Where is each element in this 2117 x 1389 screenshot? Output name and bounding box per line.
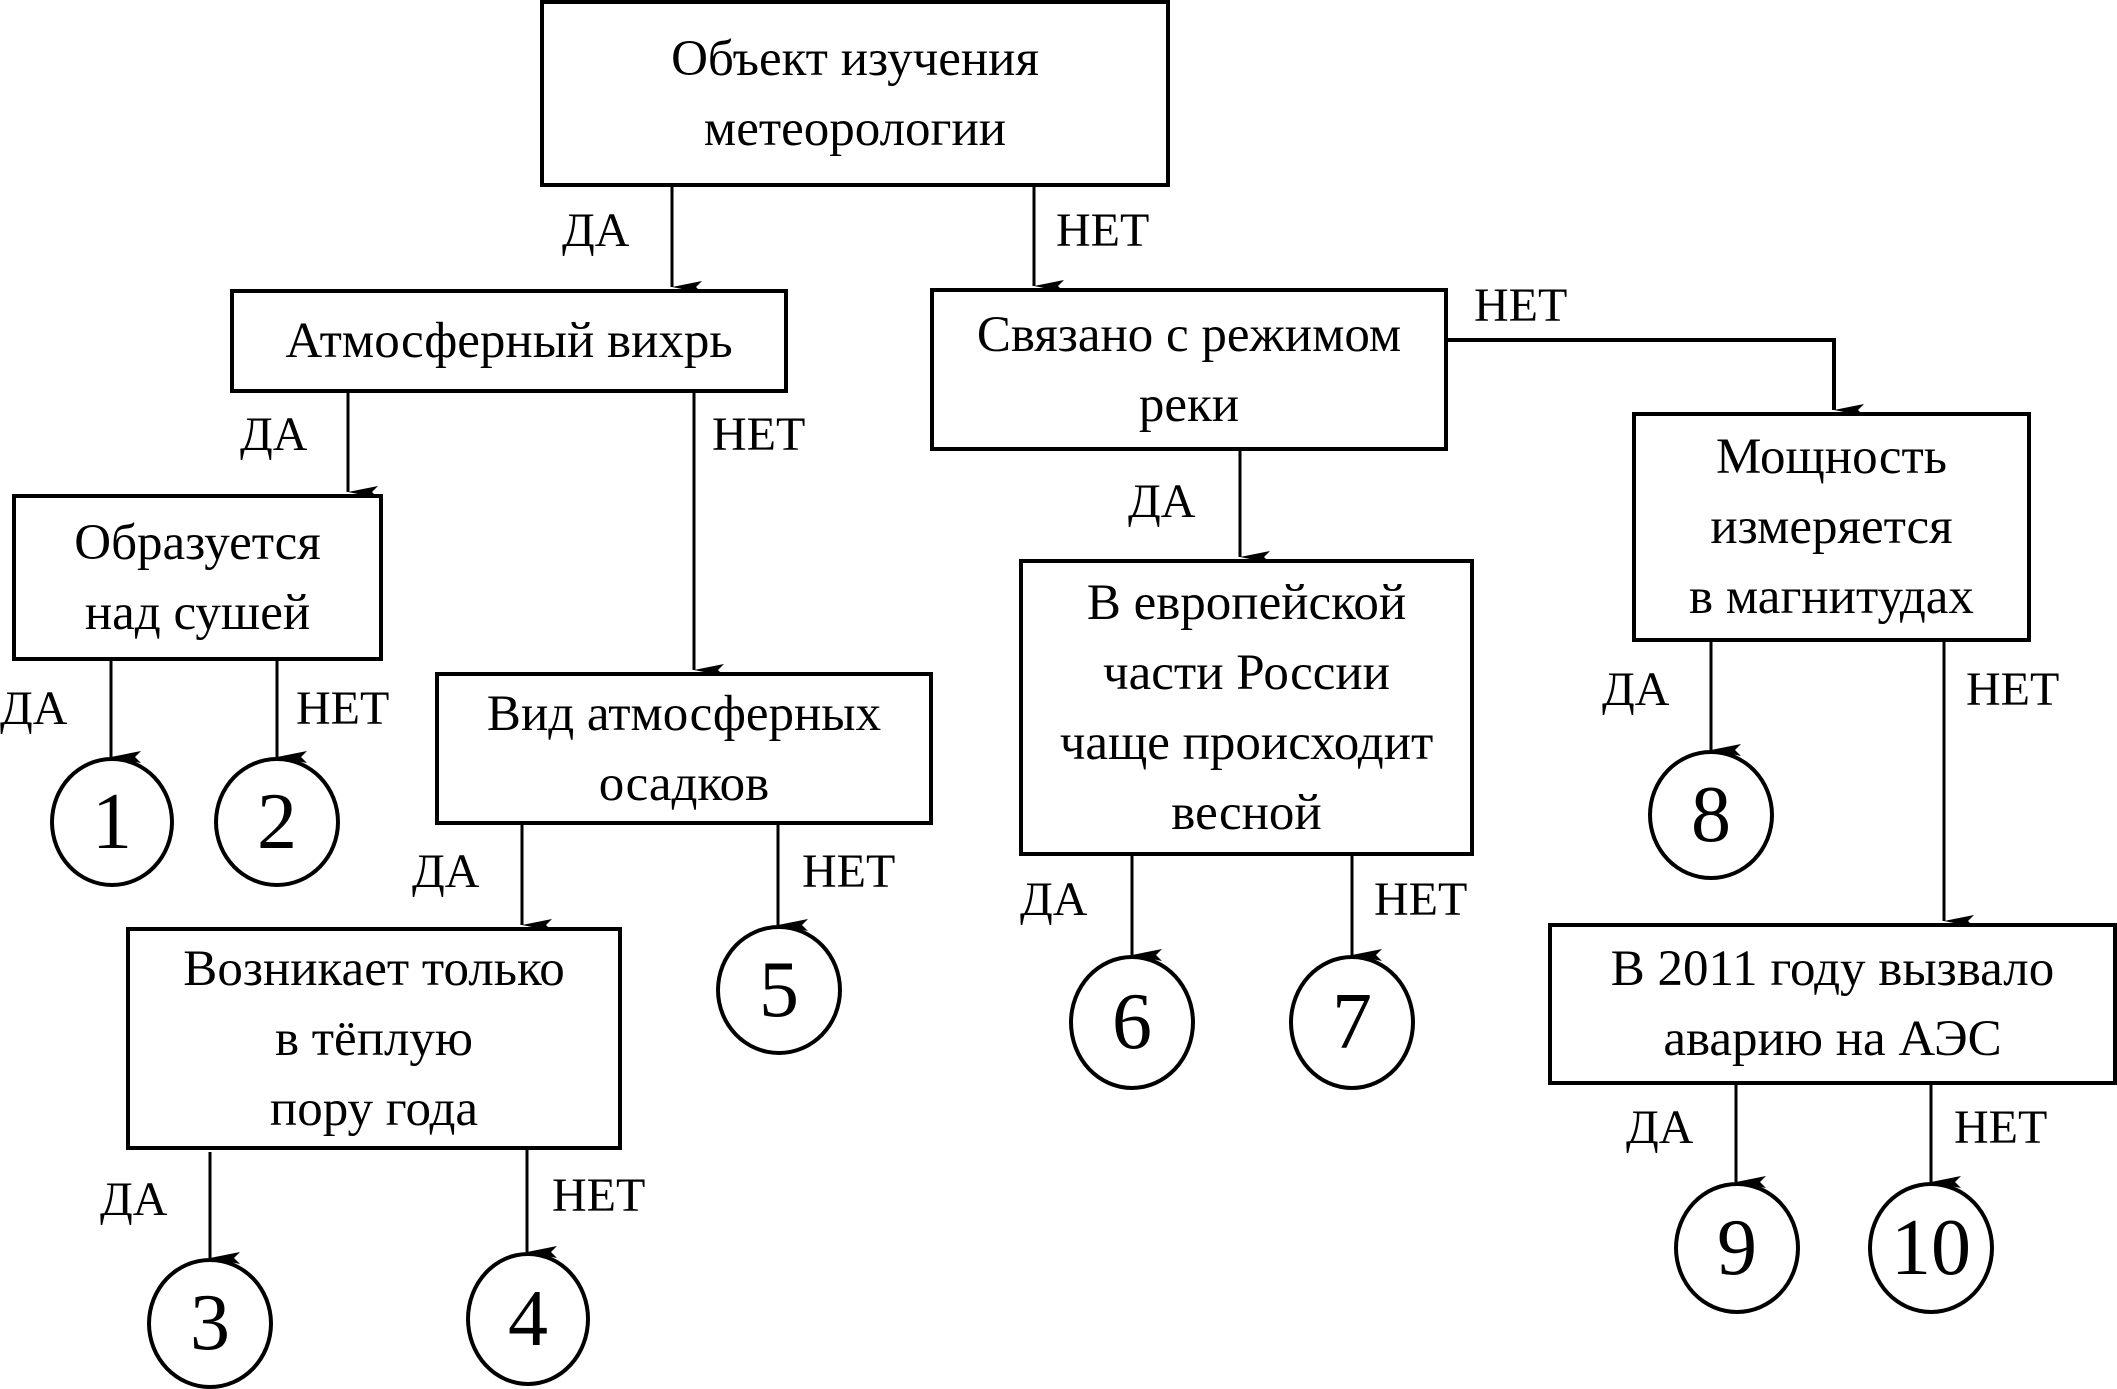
label-magnitude-no: НЕТ [1966, 663, 2060, 716]
leaf-5: 5 [716, 925, 842, 1055]
label-warm-no: НЕТ [552, 1169, 646, 1222]
leaf-10: 10 [1868, 1182, 1994, 1314]
label-river-no: НЕТ [1474, 279, 1568, 332]
label-root-yes: ДА [562, 204, 630, 257]
leaf-1: 1 [50, 757, 174, 887]
label-root-no: НЕТ [1056, 204, 1150, 257]
leaf-7: 7 [1289, 955, 1415, 1090]
leaf-2: 2 [214, 757, 340, 887]
leaf-9: 9 [1674, 1182, 1800, 1314]
node-nuclear-2011: В 2011 году вызвало аварию на АЭС [1548, 923, 2117, 1085]
label-overland-yes: ДА [0, 682, 68, 735]
leaf-8: 8 [1648, 750, 1774, 880]
node-magnitude: Мощность измеряется в магнитудах [1632, 412, 2031, 642]
leaf-6: 6 [1069, 955, 1195, 1090]
leaf-3: 3 [147, 1258, 273, 1389]
label-vortex-yes: ДА [240, 408, 308, 461]
label-precipitation-no: НЕТ [802, 845, 896, 898]
node-over-land: Образуется над сушей [12, 494, 383, 661]
node-root: Объект изучения метеорологии [540, 0, 1170, 187]
label-nuclear-no: НЕТ [1954, 1101, 2048, 1154]
label-magnitude-yes: ДА [1602, 663, 1670, 716]
node-warm-season: Возникает только в тёплую пору года [126, 927, 622, 1150]
node-european-spring: В европейской части России чаще происход… [1019, 559, 1474, 856]
label-river-yes: ДА [1128, 475, 1196, 528]
label-overland-no: НЕТ [296, 682, 390, 735]
node-vortex: Атмосферный вихрь [230, 289, 788, 393]
edge-river-magnitude [1447, 338, 1864, 416]
label-european-yes: ДА [1020, 873, 1088, 926]
label-european-no: НЕТ [1374, 873, 1468, 926]
label-nuclear-yes: ДА [1626, 1101, 1694, 1154]
label-warm-yes: ДА [100, 1173, 168, 1226]
node-river-regime: Связано с режимом реки [930, 288, 1448, 451]
label-vortex-no: НЕТ [712, 408, 806, 461]
label-precipitation-yes: ДА [412, 845, 480, 898]
leaf-4: 4 [466, 1252, 590, 1386]
node-precipitation: Вид атмосферных осадков [435, 672, 933, 825]
